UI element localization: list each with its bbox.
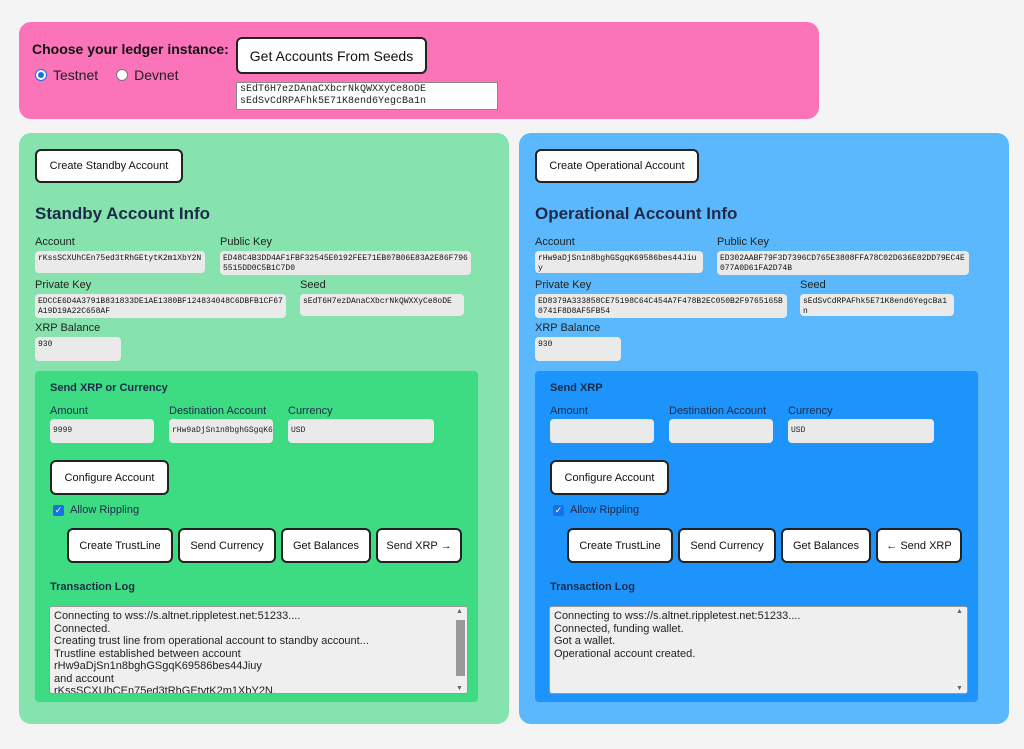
standby-private-key-label: Private Key: [35, 279, 92, 291]
operational-account-field[interactable]: rHw9aDjSn1n8bghGSgqK69586bes44Jiuy: [535, 251, 703, 273]
standby-log-scrollbar[interactable]: ▲ ▼: [454, 607, 467, 693]
ledger-radio-group: Testnet Devnet: [35, 67, 179, 83]
radio-devnet-dot[interactable]: [116, 69, 129, 81]
operational-public-key-field[interactable]: ED302AABF79F3D7396CD765E3808FFA78C02D636…: [717, 251, 969, 275]
radio-devnet[interactable]: Devnet: [116, 67, 179, 83]
operational-account-label: Account: [535, 236, 575, 248]
operational-destination-input[interactable]: [669, 419, 773, 443]
standby-account-field[interactable]: rKssSCXUhCEn75ed3tRhGEtytK2m1XbY2N: [35, 251, 205, 273]
operational-create-trustline-button[interactable]: Create TrustLine: [567, 528, 673, 563]
standby-configure-account-button[interactable]: Configure Account: [50, 460, 169, 495]
radio-testnet[interactable]: Testnet: [35, 67, 98, 83]
operational-destination-label: Destination Account: [669, 405, 767, 417]
operational-private-key-field[interactable]: ED8379A333858CE75198C64C454A7F478B2EC050…: [535, 294, 787, 318]
standby-destination-input[interactable]: rHw9aDjSn1n8bghGSgqK6: [169, 419, 273, 443]
standby-amount-input[interactable]: 9999: [50, 419, 154, 443]
radio-testnet-dot[interactable]: [35, 69, 47, 81]
operational-account-info-title: Operational Account Info: [535, 204, 738, 223]
standby-xrp-balance-label: XRP Balance: [35, 322, 101, 334]
operational-log-scrollbar[interactable]: ▲ ▼: [954, 607, 967, 693]
standby-public-key-field[interactable]: ED48C4B3DD4AF1FBF32545E0192FEE71EB07B06E…: [220, 251, 471, 275]
scroll-up-arrow-icon[interactable]: ▲: [956, 608, 963, 615]
operational-amount-label: Amount: [550, 405, 588, 417]
operational-transaction-log-title: Transaction Log: [550, 581, 635, 593]
standby-amount-label: Amount: [50, 405, 88, 417]
operational-amount-input[interactable]: [550, 419, 654, 443]
operational-allow-rippling[interactable]: ✓ Allow Rippling: [553, 504, 639, 516]
standby-account-info-title: Standby Account Info: [35, 204, 211, 223]
standby-seed-field[interactable]: sEdT6H7ezDAnaCXbcrNkQWXXyCe8oDE: [300, 294, 464, 316]
operational-seed-label: Seed: [800, 279, 826, 291]
operational-seed-field[interactable]: sEdSvCdRPAFhk5E71K8end6YegcBa1n: [800, 294, 954, 316]
standby-create-trustline-button[interactable]: Create TrustLine: [67, 528, 173, 563]
scroll-up-arrow-icon[interactable]: ▲: [456, 608, 463, 615]
standby-private-key-field[interactable]: EDCCE6D4A3791B831833DE1AE1380BF124834048…: [35, 294, 286, 318]
radio-testnet-label: Testnet: [53, 67, 99, 83]
standby-allow-rippling-label: Allow Rippling: [70, 504, 140, 516]
standby-public-key-label: Public Key: [220, 236, 272, 248]
standby-transaction-log[interactable]: Connecting to wss://s.altnet.rippletest.…: [49, 606, 468, 694]
create-operational-account-button[interactable]: Create Operational Account: [535, 149, 699, 183]
radio-devnet-label: Devnet: [134, 67, 179, 83]
standby-send-currency-button[interactable]: Send Currency: [178, 528, 276, 563]
operational-public-key-label: Public Key: [717, 236, 769, 248]
standby-destination-label: Destination Account: [169, 405, 267, 417]
operational-xrp-balance-field[interactable]: 930: [535, 337, 621, 361]
get-accounts-from-seeds-button[interactable]: Get Accounts From Seeds: [236, 37, 427, 74]
scroll-down-arrow-icon[interactable]: ▼: [956, 685, 963, 692]
standby-get-balances-button[interactable]: Get Balances: [281, 528, 371, 563]
standby-seed-label: Seed: [300, 279, 326, 291]
standby-currency-label: Currency: [288, 405, 333, 417]
operational-transaction-log-text: Connecting to wss://s.altnet.rippletest.…: [554, 610, 801, 660]
standby-xrp-balance-field[interactable]: 930: [35, 337, 121, 361]
operational-send-box: Send XRP Amount Destination Account Curr…: [535, 371, 978, 702]
seeds-textarea[interactable]: sEdT6H7ezDAnaCXbcrNkQWXXyCe8oDE sEdSvCdR…: [236, 82, 498, 110]
ledger-title: Choose your ledger instance:: [32, 41, 229, 57]
standby-account-label: Account: [35, 236, 75, 248]
standby-panel: Create Standby Account Standby Account I…: [19, 133, 509, 724]
operational-allow-rippling-checkbox[interactable]: ✓: [553, 504, 564, 516]
operational-allow-rippling-label: Allow Rippling: [570, 504, 640, 516]
operational-transaction-log[interactable]: Connecting to wss://s.altnet.rippletest.…: [549, 606, 968, 694]
create-standby-account-button[interactable]: Create Standby Account: [35, 149, 183, 183]
operational-get-balances-button[interactable]: Get Balances: [781, 528, 871, 563]
standby-transaction-log-text: Connecting to wss://s.altnet.rippletest.…: [54, 610, 369, 694]
standby-send-xrp-button[interactable]: Send XRP →: [376, 528, 462, 563]
scroll-thumb[interactable]: [456, 620, 465, 676]
operational-currency-label: Currency: [788, 405, 833, 417]
operational-configure-account-button[interactable]: Configure Account: [550, 460, 669, 495]
scroll-down-arrow-icon[interactable]: ▼: [456, 685, 463, 692]
standby-allow-rippling-checkbox[interactable]: ✓: [53, 504, 64, 516]
operational-panel: Create Operational Account Operational A…: [519, 133, 1009, 724]
operational-currency-input[interactable]: USD: [788, 419, 934, 443]
operational-send-currency-button[interactable]: Send Currency: [678, 528, 776, 563]
operational-send-xrp-button[interactable]: ← Send XRP: [876, 528, 962, 563]
operational-xrp-balance-label: XRP Balance: [535, 322, 601, 334]
standby-transaction-log-title: Transaction Log: [50, 581, 135, 593]
standby-send-box: Send XRP or Currency Amount 9999 Destina…: [35, 371, 478, 702]
operational-send-title: Send XRP: [550, 382, 603, 394]
operational-private-key-label: Private Key: [535, 279, 592, 291]
ledger-panel: Choose your ledger instance: Testnet Dev…: [19, 22, 819, 119]
standby-send-title: Send XRP or Currency: [50, 382, 168, 394]
standby-allow-rippling[interactable]: ✓ Allow Rippling: [53, 504, 139, 516]
standby-currency-input[interactable]: USD: [288, 419, 434, 443]
